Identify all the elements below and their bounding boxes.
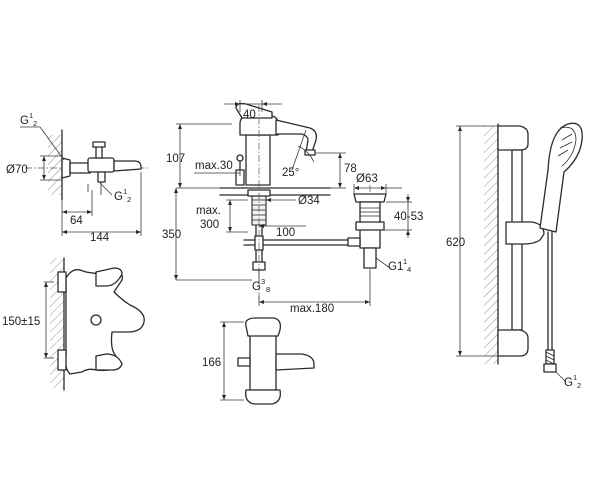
bath-mixer-front-view: 150±15 — [2, 257, 145, 391]
dim-g-three-eighths-sup: 3 — [261, 277, 265, 286]
dim-max-180: max.180 — [290, 303, 334, 315]
dim-g-three-eighths: G — [252, 281, 261, 293]
dim-diameter-63: Ø63 — [356, 173, 378, 185]
shower-rail-set: 620 G 1 2 — [446, 122, 583, 390]
dim-diameter-34: Ø34 — [298, 195, 320, 207]
dim-max-300-b: 300 — [200, 219, 219, 231]
dim-g-three-eighths-sub: 8 — [266, 285, 270, 294]
dim-g-half-top-sub: 2 — [33, 119, 37, 128]
wall-hatch-top-left — [48, 135, 62, 195]
basin-mixer-side-view: 40 107 max.30 25° 78 Ø34 max. 300 — [162, 100, 371, 315]
dim-107: 107 — [166, 153, 185, 165]
dim-g-one-quarter-sub: 4 — [407, 265, 411, 274]
dim-diameter-70: Ø70 — [6, 164, 28, 176]
dim-g-half-top: G — [20, 115, 29, 127]
dim-166: 166 — [202, 357, 221, 369]
dim-40: 40 — [243, 109, 256, 121]
dim-40-53: 40-53 — [394, 211, 423, 223]
dim-g-one-quarter: G1 — [388, 261, 403, 273]
dim-78: 78 — [344, 163, 357, 175]
dim-620: 620 — [446, 237, 465, 249]
tap-top-view: 166 — [202, 317, 315, 405]
dim-g-half-right-sub: 2 — [577, 381, 581, 390]
dim-g-half-right-sup: 1 — [573, 373, 577, 382]
dim-350: 350 — [162, 229, 181, 241]
dim-150-tolerance: 150±15 — [2, 316, 40, 328]
bath-mixer-side-view: Ø70 G 1 2 G 1 2 64 144 — [6, 111, 150, 244]
dim-100: 100 — [276, 227, 295, 239]
dim-g-half-body-sup: 1 — [123, 187, 127, 196]
dim-144: 144 — [90, 232, 110, 244]
dim-angle-25: 25° — [282, 167, 299, 179]
dim-64: 64 — [70, 215, 83, 227]
dim-g-half-right: G — [564, 377, 573, 389]
pop-up-waste: Ø63 40-53 G1 1 4 — [347, 173, 423, 296]
dim-g-half-body-sub: 2 — [127, 195, 131, 204]
dim-max-30: max.30 — [195, 160, 233, 172]
dim-max-300-a: max. — [196, 205, 221, 217]
dim-g-half-body: G — [114, 191, 123, 203]
wall-hatch-right — [484, 126, 498, 364]
dim-g-one-quarter-sup: 1 — [403, 257, 407, 266]
dim-g-half-top-sup: 1 — [29, 111, 33, 120]
